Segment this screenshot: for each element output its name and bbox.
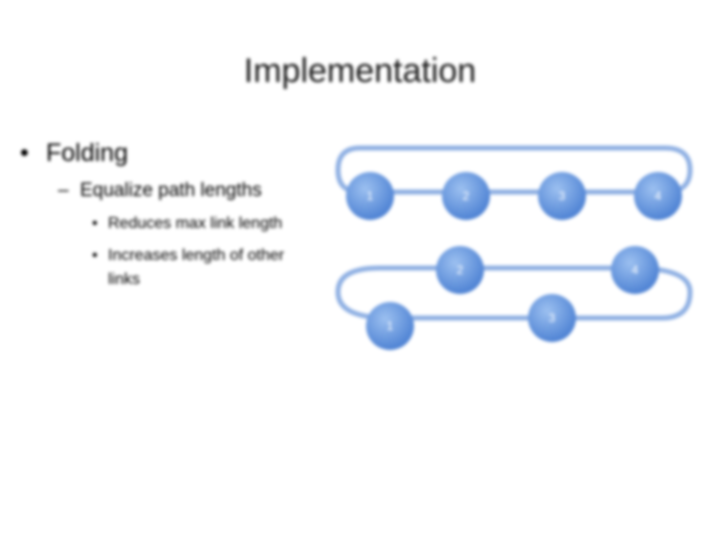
node-label: 4 [632, 263, 639, 277]
bullet-equalize-text: Equalize path lengths [80, 180, 262, 201]
slide-title: Implementation [243, 52, 477, 90]
bullet-reduces-text: Reduces max link length [108, 215, 283, 232]
node-label: 4 [655, 189, 662, 203]
node-label: 3 [549, 311, 556, 325]
node-label: 1 [387, 319, 394, 333]
bullet-dot-icon: • [92, 247, 98, 264]
folding-diagram-svg: 1 2 3 4 1 2 [335, 145, 693, 350]
bullet-dot-icon: • [92, 215, 98, 232]
bullet-dash-icon: – [58, 180, 69, 201]
top-node-1: 1 [346, 172, 394, 220]
top-ring-link [335, 145, 693, 195]
bottom-node-4: 4 [611, 246, 659, 294]
node-label: 2 [463, 189, 470, 203]
bottom-node-1: 1 [366, 302, 414, 350]
node-label: 2 [457, 263, 464, 277]
bullet-level1: • Folding [20, 136, 320, 170]
bottom-node-3: 3 [528, 294, 576, 342]
bullet-level3: • Increases length of other links [90, 244, 308, 292]
top-node-2: 2 [442, 172, 490, 220]
node-label: 1 [367, 189, 374, 203]
node-label: 3 [559, 189, 566, 203]
bullet-level3: • Reduces max link length [90, 212, 308, 236]
bullet-dot-icon: • [20, 139, 29, 167]
bullet-increases-text: Increases length of other links [108, 247, 285, 288]
folding-diagram: 1 2 3 4 1 2 [320, 120, 710, 370]
bottom-node-2: 2 [436, 246, 484, 294]
bullet-list: • Folding – Equalize path lengths • Redu… [20, 136, 320, 300]
bullet-folding-text: Folding [46, 139, 128, 167]
bullet-level2: – Equalize path lengths [58, 178, 320, 204]
top-node-4: 4 [634, 172, 682, 220]
top-node-3: 3 [538, 172, 586, 220]
